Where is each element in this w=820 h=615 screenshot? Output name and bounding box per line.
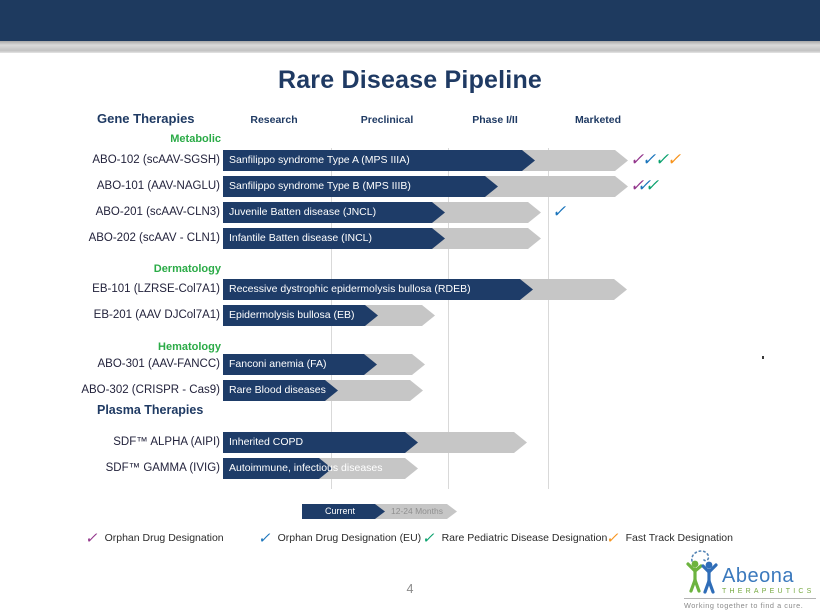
progress-bar: Inherited COPD: [223, 432, 527, 453]
legend-fast-track: ✓ Fast Track Designation: [604, 528, 733, 547]
orphan-drug-eu-check-icon: ✓: [256, 528, 274, 547]
indication-label: Infantile Batten disease (INCL): [229, 232, 372, 244]
current-arrow: [223, 354, 377, 375]
fast-track-check-icon: ✓: [665, 149, 685, 170]
top-navy-bar: [0, 0, 820, 41]
progress-bar: Sanfilippo syndrome Type A (MPS IIIA): [223, 150, 628, 171]
product-label: ABO-101 (AAV-NAGLU): [96, 180, 220, 192]
page-number: 4: [406, 582, 414, 596]
legend-label: Rare Pediatric Disease Designation: [441, 532, 608, 544]
current-arrow: [223, 176, 498, 197]
abeona-people-icon: [686, 550, 718, 594]
indication-label: Sanfilippo syndrome Type B (MPS IIIB): [229, 180, 411, 192]
product-label: ABO-302 (CRISPR - Cas9): [81, 384, 220, 396]
progress-bar: Infantile Batten disease (INCL): [223, 228, 541, 249]
legend-orphan-drug: ✓ Orphan Drug Designation: [83, 528, 224, 547]
current-arrow: [223, 380, 338, 401]
logo-brand: Abeona: [722, 565, 794, 587]
gridline-preclinical-phase: [448, 148, 449, 489]
future-key-label: 12-24 Months: [391, 506, 443, 516]
progress-bar: Recessive dystrophic epidermolysis bullo…: [223, 279, 627, 300]
indication-label: Rare Blood diseases: [229, 384, 326, 396]
section-label-metabolic: Metabolic: [170, 133, 221, 145]
current-arrow: [223, 202, 445, 223]
indication-label: Epidermolysis bullosa (EB): [229, 309, 355, 321]
indication-label: Sanfilippo syndrome Type A (MPS IIIA): [229, 154, 410, 166]
legend-label: Orphan Drug Designation: [104, 532, 224, 544]
indication-label: Fanconi anemia (FA): [229, 358, 327, 370]
progress-bar: Fanconi anemia (FA): [223, 354, 425, 375]
progress-bar: Epidermolysis bullosa (EB): [223, 305, 435, 326]
designation-checks: ✓: [550, 201, 570, 223]
section-label-hematology: Hematology: [158, 341, 221, 353]
current-key-arrow: [302, 504, 385, 519]
top-gray-strip: [0, 41, 820, 53]
stage-header-marketed: Marketed: [574, 114, 622, 126]
fast-track-check-icon: ✓: [604, 528, 622, 547]
rare-pediatric-check-icon: ✓: [420, 528, 438, 547]
progress-bar: Rare Blood diseases: [223, 380, 423, 401]
progress-bar: Autoimmune, infectious diseases: [223, 458, 418, 479]
product-label: ABO-102 (scAAV-SGSH): [92, 154, 220, 166]
indication-label: Juvenile Batten disease (JNCL): [229, 206, 377, 218]
legend-label: Orphan Drug Designation (EU): [277, 532, 422, 544]
product-label: SDF™ ALPHA (AIPI): [113, 436, 220, 448]
product-label: ABO-301 (AAV-FANCC): [97, 358, 221, 370]
designation-checks: ✓ ✓ ✓: [629, 175, 663, 197]
legend-label: Fast Track Designation: [625, 532, 733, 544]
current-arrow: [223, 432, 418, 453]
indication-label: Autoimmune, infectious diseases: [229, 462, 383, 474]
current-arrow: [223, 228, 445, 249]
current-arrow: [223, 305, 378, 326]
stage-header-phase-i-ii: Phase I/II: [472, 114, 518, 126]
product-label: SDF™ GAMMA (IVIG): [105, 462, 220, 474]
indication-label: Recessive dystrophic epidermolysis bullo…: [229, 283, 471, 295]
current-key-label: Current: [324, 506, 355, 516]
progress-bar: Juvenile Batten disease (JNCL): [223, 202, 541, 223]
timeline-key: Current 12-24 Months: [302, 504, 457, 519]
current-arrow: [223, 279, 533, 300]
logo-divider: [684, 598, 816, 599]
designation-checks: ✓ ✓ ✓ ✓: [629, 149, 685, 171]
logo-tagline: Working together to find a cure.: [684, 601, 804, 610]
progress-bar: Sanfilippo syndrome Type B (MPS IIIB): [223, 176, 628, 197]
gene-therapies-header: Gene Therapies: [97, 111, 195, 126]
legend-orphan-drug-eu: ✓ Orphan Drug Designation (EU): [256, 528, 422, 547]
section-label-plasma-therapies: Plasma Therapies: [97, 403, 204, 417]
indication-label: Inherited COPD: [229, 436, 304, 448]
stage-header-research: Research: [250, 114, 298, 126]
orphan-drug-eu-check-icon: ✓: [550, 201, 570, 222]
page-title: Rare Disease Pipeline: [277, 66, 543, 94]
current-arrow: [223, 458, 332, 479]
legend-rare-pediatric: ✓ Rare Pediatric Disease Designation: [420, 528, 608, 547]
product-label: ABO-201 (scAAV-CLN3): [95, 206, 220, 218]
gridline-phase-marketed: [548, 148, 549, 489]
logo-subtitle: THERAPEUTICS: [722, 588, 815, 595]
stage-header-preclinical: Preclinical: [360, 114, 414, 126]
product-label: EB-201 (AAV DJCol7A1): [93, 309, 220, 321]
abeona-logo: Abeona THERAPEUTICS Working together to …: [684, 549, 816, 610]
stray-dot-artifact: [762, 356, 764, 359]
product-label: EB-101 (LZRSE-Col7A1): [92, 283, 220, 295]
section-label-dermatology: Dermatology: [153, 263, 221, 275]
orphan-drug-check-icon: ✓: [83, 528, 101, 547]
product-label: ABO-202 (scAAV - CLN1): [88, 232, 220, 244]
current-arrow: [223, 150, 535, 171]
